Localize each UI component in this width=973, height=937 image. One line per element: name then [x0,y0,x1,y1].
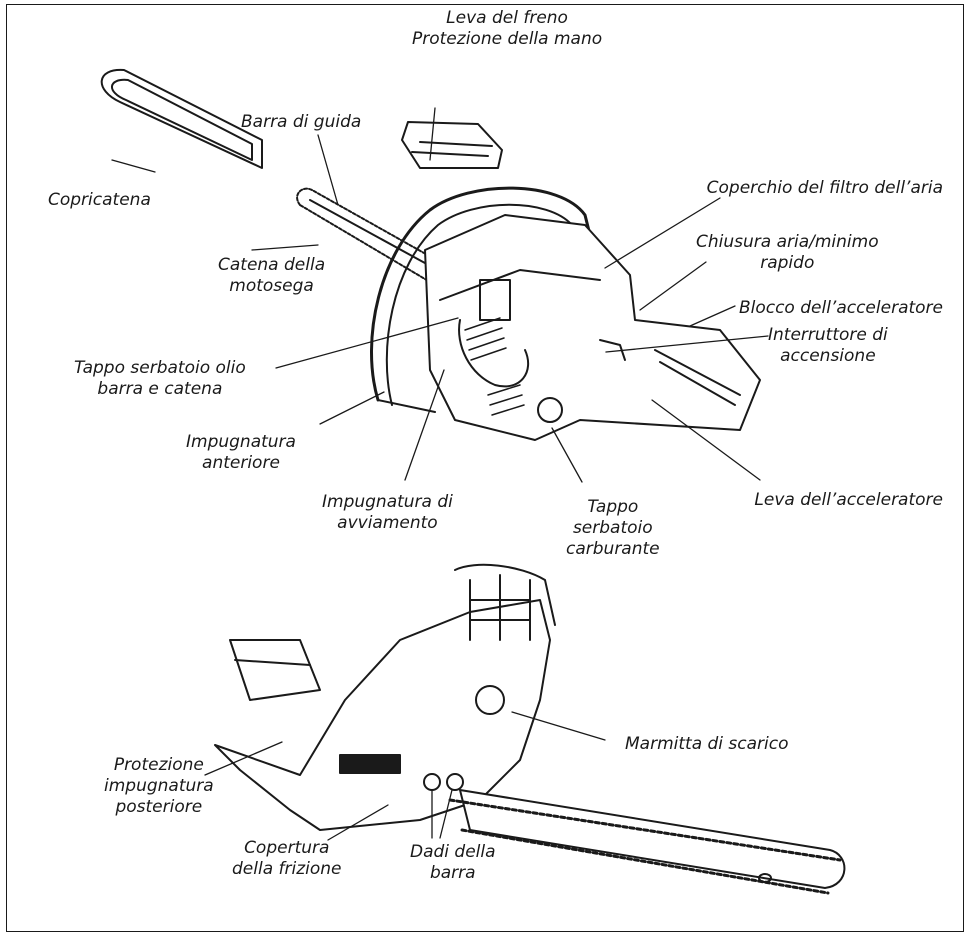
label-muffler: Marmitta di scarico [625,734,789,755]
hand-guard-drawing [402,122,502,168]
chain-cover-drawing [102,70,262,168]
label-throttle-trigger: Leva dell’acceleratore [754,490,943,511]
bottom-guide-bar-drawing [450,790,844,893]
label-throttle-lockout: Blocco dell’acceleratore [739,298,943,319]
label-guide-bar: Barra di guida [241,112,361,133]
label-chain-cover: Copricatena [48,190,151,211]
bottom-body-drawing [215,565,555,830]
label-air-filter-cover: Coperchio del filtro dell’aria [707,178,943,199]
